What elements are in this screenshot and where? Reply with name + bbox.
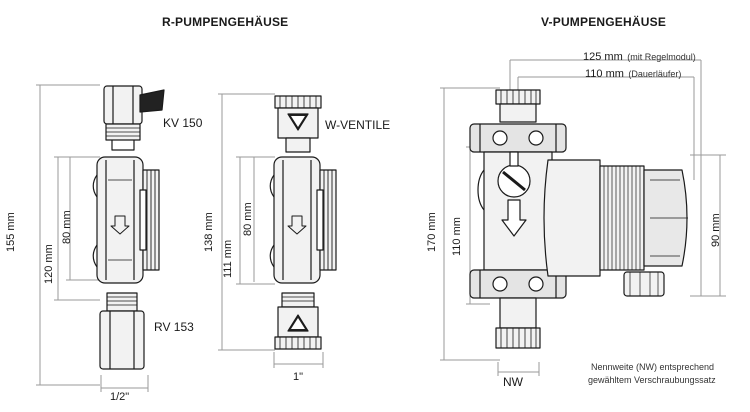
dim-w-body: 111 mm xyxy=(222,239,234,278)
v-section-heading: V-PUMPENGEHÄUSE xyxy=(541,15,667,29)
dim-v-body: 110 mm xyxy=(451,217,463,256)
dim-w-total: 138 mm xyxy=(203,212,215,252)
dim-v-width-dauer-note: (Dauerläufer) xyxy=(628,69,682,79)
dim-r-inner: 80 mm xyxy=(61,210,73,244)
r-dimension-lines xyxy=(36,84,149,392)
dim-v-width-dauer-value: 110 mm xyxy=(585,68,624,80)
w-valve-lower xyxy=(274,292,322,350)
v-pump-housing xyxy=(469,89,567,349)
kv150-label: KV 150 xyxy=(163,116,203,130)
w-ventile-label: W-VENTILE xyxy=(325,118,391,132)
dim-v-motor-height: 90 mm xyxy=(710,213,722,247)
dim-v-width-regel-note: (mit Regelmodul) xyxy=(627,52,696,62)
nw-label: NW xyxy=(503,375,523,389)
dim-v-width-regel: 125 mm (mit Regelmodul) xyxy=(583,48,696,64)
rv153-label: RV 153 xyxy=(154,320,194,334)
w-valve-upper xyxy=(274,95,322,153)
dim-r-thread: 1/2" xyxy=(110,391,130,403)
r-section-heading: R-PUMPENGEHÄUSE xyxy=(162,15,289,29)
dim-r-body: 120 mm xyxy=(43,244,55,284)
note-line-2: gewähltem Verschraubungssatz xyxy=(588,375,716,385)
w-pump-body xyxy=(269,156,337,284)
dim-r-total: 155 mm xyxy=(5,212,17,252)
dim-v-width-regel-value: 125 mm xyxy=(583,51,623,63)
kv150-valve xyxy=(103,85,165,151)
dim-w-thread: 1" xyxy=(293,371,304,383)
v-pump-motor xyxy=(543,159,688,297)
rv153-fitting xyxy=(99,292,145,370)
dim-w-inner: 80 mm xyxy=(242,202,254,236)
r-pump-body xyxy=(92,156,160,284)
dim-v-width-dauer: 110 mm (Dauerläufer) xyxy=(585,65,681,81)
dim-v-total: 170 mm xyxy=(426,212,438,252)
note-line-1: Nennweite (NW) entsprechend xyxy=(591,362,715,372)
w-dimension-lines xyxy=(218,93,324,368)
